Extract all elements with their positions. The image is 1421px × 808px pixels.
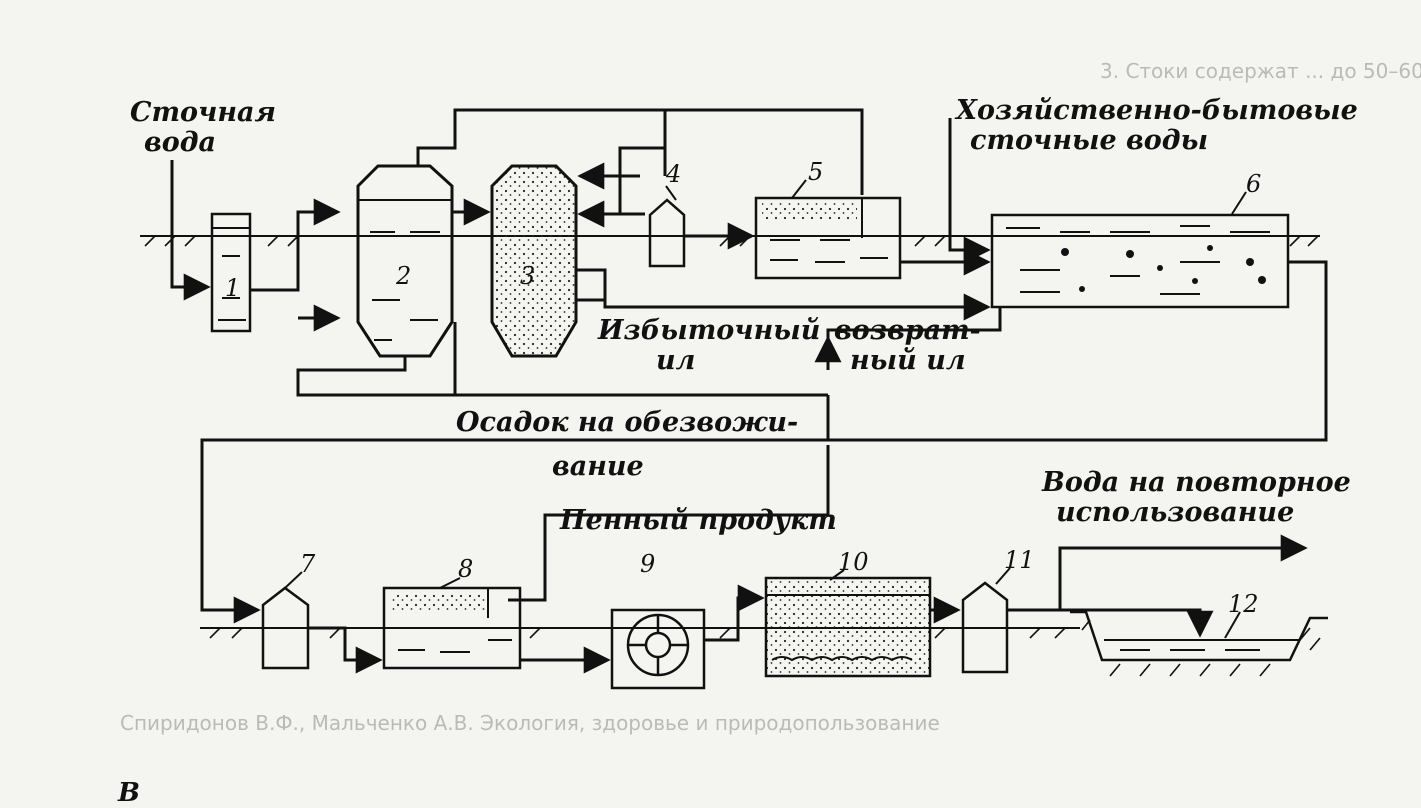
pipe-3-6 [576, 293, 991, 321]
label-wastewater: Сточная вода [130, 97, 277, 158]
unit-5-liquid [770, 239, 888, 263]
unit-number-3: 3 [520, 262, 536, 290]
pipe-return-small [618, 146, 667, 176]
pipe-3-4 [618, 176, 645, 216]
unit-1-screen [210, 212, 252, 333]
bleed-text-caption: Спиридонов В.Ф., Мальченко А.В. Экология… [120, 711, 940, 735]
pipe-9-10 [704, 584, 765, 642]
unit-2-liquid [358, 199, 452, 341]
pipe-11-12 [1060, 608, 1214, 638]
unit-6-content [1006, 225, 1270, 295]
number-leaders [284, 179, 1247, 639]
unit-3-aerotank [490, 164, 578, 358]
unit-4-pump [648, 198, 686, 268]
bottom-fragment: В [118, 778, 140, 808]
pipe-7-8 [308, 626, 383, 674]
unit-8-liquid [398, 627, 512, 653]
unit-10-bed [771, 656, 913, 662]
unit-1-marks [212, 227, 250, 321]
unit-number-5: 5 [808, 158, 824, 186]
unit-10-filter-tank [764, 576, 932, 678]
label-return-sludge: возврат- ный ил [834, 315, 981, 376]
label-foam-product: Пенный продукт [560, 505, 837, 536]
ground-hatch-bottom [209, 627, 1066, 639]
unit-12-pond [1070, 610, 1328, 662]
unit-number-8: 8 [458, 555, 474, 583]
unit-7-pump [261, 586, 310, 670]
unit-9-filter [610, 608, 706, 690]
pipe-top-loop [416, 108, 667, 166]
label-excess-sludge: Избыточный ил [598, 315, 821, 376]
pipe-6-7 [200, 260, 1328, 624]
unit-9-hub [644, 631, 672, 659]
pipe-domestic-in [948, 118, 991, 264]
unit-number-2: 2 [396, 262, 412, 290]
pipe-foam-product [508, 445, 830, 602]
pipe-wastewater-in [170, 160, 211, 301]
unit-11-pump [961, 581, 1009, 674]
bleed-text-top: 3. Стоки содержат ... до 50–60 [1100, 59, 1421, 83]
unit-2-settler [356, 164, 454, 358]
unit-number-10: 10 [838, 548, 869, 576]
pipe-reuse-out [1007, 534, 1308, 612]
unit-number-4: 4 [666, 160, 682, 188]
pipe-sediment [296, 356, 828, 397]
label-water-reuse: Вода на повторное использование [1042, 467, 1351, 528]
unit-number-7: 7 [300, 550, 316, 578]
pipe-3-side [576, 268, 607, 307]
unit-9-spokes [628, 615, 688, 675]
unit-8-foam [390, 594, 485, 612]
label-sediment-dewatering: Осадок на обезвожи- вание [456, 407, 799, 482]
pipe-1-2 [250, 198, 341, 292]
unit-number-9: 9 [640, 550, 656, 578]
unit-number-12: 12 [1228, 590, 1259, 618]
unit-5-foam [762, 203, 857, 221]
unit-8-flotator [382, 586, 522, 670]
unit-6-flocs [1061, 245, 1266, 292]
label-domestic-wastewater: Хозяйственно-бытовые сточные воды [956, 95, 1358, 156]
unit-number-11: 11 [1004, 546, 1035, 574]
unit-5-flotator [754, 196, 902, 280]
pipe-top-loop-right [665, 108, 864, 195]
unit-number-1: 1 [225, 274, 241, 302]
unit-number-6: 6 [1246, 170, 1262, 198]
unit-12-water [1104, 639, 1300, 651]
unit-12-hatch [1081, 619, 1321, 677]
